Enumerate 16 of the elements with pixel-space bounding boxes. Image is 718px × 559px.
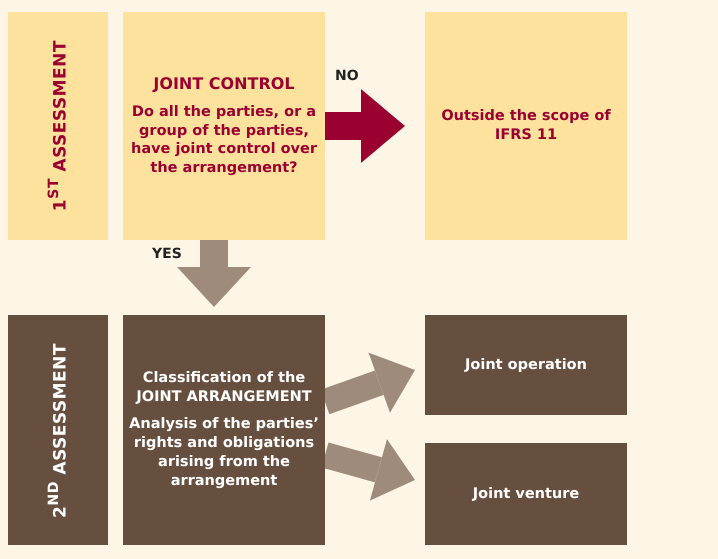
box-text: Joint operation (465, 356, 587, 374)
box-text: Analysis of the parties’ rights and obligations arising from the arrangement (129, 415, 319, 491)
process-box (425, 12, 627, 240)
block-arrow (177, 240, 251, 307)
box-heading: Classification of the JOINT ARRANGEMENT (134, 369, 313, 408)
box-text: Joint venture (472, 484, 580, 504)
stage-band (8, 12, 108, 240)
box-heading: JOINT CONTROL (153, 74, 295, 95)
process-box (425, 443, 627, 545)
process-box (425, 315, 627, 415)
stage-band (8, 315, 108, 545)
block-arrow (325, 89, 405, 163)
process-box (123, 315, 325, 545)
process-box (123, 12, 325, 240)
box-text: Outside the scope of IFRS 11 (440, 107, 612, 145)
box-text: Do all the parties, or a group of the parties, have joint control over the arrangement? (130, 102, 318, 178)
